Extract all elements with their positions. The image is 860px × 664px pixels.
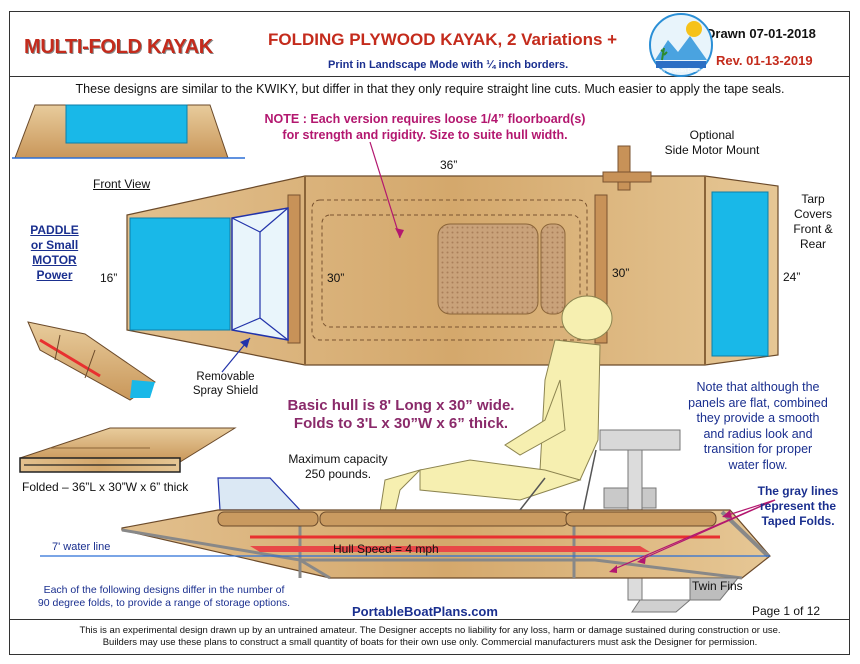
revision-date: Rev. 01-13-2019 — [716, 53, 813, 68]
label-line: they provide a smooth — [696, 411, 820, 425]
header-band — [9, 11, 850, 77]
label-line: water flow. — [728, 457, 788, 472]
dim-16: 16” — [100, 271, 118, 285]
label-line: or Small — [30, 238, 79, 252]
hull-speed-label: Hull Speed = 4 mph — [333, 542, 439, 556]
label-line: transition for proper — [703, 442, 813, 456]
disclaimer-line: Builders may use these plans to construc… — [102, 637, 758, 648]
label-line: and radius look and — [703, 426, 813, 441]
label-line: Maximum capacity — [288, 452, 388, 466]
label-line: Basic hull is 8' Long x 30” wide. — [287, 397, 515, 414]
taped-folds-note: The gray lines represent the Taped Folds… — [748, 484, 848, 529]
dim-30-right: 30” — [612, 266, 630, 280]
label-line: The gray lines — [757, 484, 839, 498]
spray-shield-label: Removable Spray Shield — [178, 370, 273, 398]
front-view-drawing — [12, 104, 245, 159]
dim-36: 36” — [440, 158, 458, 172]
designs-note: Each of the following designs differ in … — [14, 584, 314, 610]
label-line: Front & — [793, 222, 833, 236]
note-line: for strength and rigidity. Size to suite… — [282, 128, 568, 142]
folded-size-label: Folded – 36”L x 30”W x 6” thick — [22, 480, 189, 494]
flat-panels-note: Note that although the panels are flat, … — [668, 380, 848, 473]
label-line: 250 pounds. — [304, 467, 372, 481]
label-line: Rear — [799, 237, 826, 251]
page-title: MULTI-FOLD KAYAK — [24, 36, 213, 58]
label-line: MOTOR — [32, 253, 77, 267]
label-line: 90 degree folds, to provide a range of s… — [37, 597, 291, 609]
dim-24: 24” — [783, 270, 801, 284]
disclaimer: This is an experimental design drawn up … — [0, 625, 860, 649]
website-link[interactable]: PortableBoatPlans.com — [352, 604, 498, 619]
label-line: Power — [36, 268, 73, 282]
note-line: NOTE : Each version requires loose 1/4” … — [264, 112, 586, 126]
hull-dimensions: Basic hull is 8' Long x 30” wide. Folds … — [272, 397, 530, 433]
label-line: Each of the following designs differ in … — [43, 584, 285, 596]
front-view-label: Front View — [93, 177, 151, 191]
logo-text: Ken Simpson Designs — [656, 68, 706, 74]
disclaimer-line: This is an experimental design drawn up … — [79, 625, 781, 636]
intro-text: These designs are similar to the KWIKY, … — [75, 82, 785, 96]
kayak-perspective-drawing — [27, 321, 156, 401]
designer-logo — [649, 13, 713, 77]
label-line: PADDLE — [30, 223, 79, 237]
drawn-date: Drawn 07-01-2018 — [706, 26, 816, 41]
paddle-power-label: PADDLE or Small MOTOR Power — [22, 223, 87, 283]
label-line: Covers — [793, 207, 832, 221]
label-line: Side Motor Mount — [664, 143, 760, 157]
spray-shield-side — [217, 477, 302, 511]
label-line: Tarp — [801, 192, 825, 206]
floorboard-note: NOTE : Each version requires loose 1/4” … — [255, 111, 595, 143]
label-line: Taped Folds. — [761, 514, 835, 528]
top-view-hull — [126, 145, 779, 366]
label-line: Removable — [196, 371, 255, 383]
page-subtitle: FOLDING PLYWOOD KAYAK, 2 Variations + — [268, 30, 618, 49]
label-line: Folds to 3'L x 30”W x 6” thick. — [293, 415, 509, 432]
dim-30-left: 30” — [327, 271, 345, 285]
label-line: represent the — [759, 499, 837, 513]
label-line: Optional — [689, 128, 735, 142]
folded-stack-drawing — [19, 427, 237, 473]
capacity-label: Maximum capacity 250 pounds. — [278, 452, 398, 482]
tarp-label: Tarp Covers Front & Rear — [785, 192, 841, 252]
motor-mount-label: Optional Side Motor Mount — [652, 128, 772, 158]
water-line-label: 7' water line — [52, 541, 111, 553]
label-line: Note that although the — [696, 380, 820, 394]
label-line: Spray Shield — [192, 385, 259, 397]
label-line: panels are flat, combined — [688, 395, 828, 410]
side-view-hull — [40, 477, 771, 601]
print-note: Print in Landscape Mode with ¼ inch bord… — [328, 59, 569, 71]
page-frame — [9, 11, 850, 655]
twin-fins-label: Twin Fins — [692, 579, 743, 593]
page-number: Page 1 of 12 — [752, 604, 821, 618]
footer-divider — [9, 619, 850, 620]
seated-person-figure — [379, 295, 613, 513]
